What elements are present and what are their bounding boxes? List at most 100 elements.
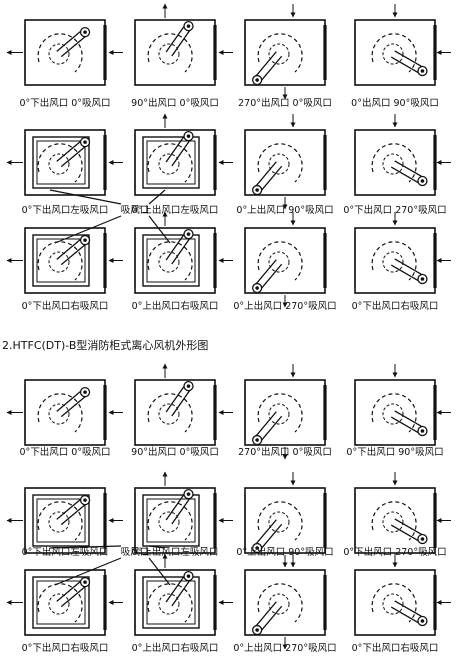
motor-arm xyxy=(390,606,422,625)
fan-figure-r3-c2 xyxy=(134,211,233,294)
fan-figure-r5-c1 xyxy=(6,487,123,554)
motor-arm xyxy=(390,56,422,75)
figure-caption: 0°下出风口右吸风口 xyxy=(22,300,109,312)
motor-arm xyxy=(394,410,425,429)
fan-figure-r6-c2 xyxy=(134,553,233,636)
fan-figure-r1-c2 xyxy=(134,3,233,86)
figure-caption: 0°下出风口右吸风口 xyxy=(352,300,439,312)
figure-caption: 0°下出风口 270°吸风口 xyxy=(343,204,446,216)
volute-outline xyxy=(371,143,417,183)
leader-line xyxy=(148,557,171,586)
motor-arm xyxy=(253,411,277,439)
motor-hub xyxy=(186,134,191,138)
motor-hub xyxy=(420,179,425,183)
volute-outline xyxy=(257,143,303,183)
impeller-outline xyxy=(158,403,180,425)
motor-arm xyxy=(390,416,422,435)
impeller-outline xyxy=(382,153,404,175)
volute-outline xyxy=(147,33,193,73)
motor-arm xyxy=(165,133,187,163)
motor-arm xyxy=(394,600,425,619)
volute-outline xyxy=(147,393,193,433)
volute-outline xyxy=(147,143,193,183)
cabinet-outline xyxy=(24,19,106,86)
impeller-outline xyxy=(382,511,404,533)
fan-figure-r4-c2 xyxy=(134,363,233,446)
inner-frame xyxy=(142,494,200,547)
motor-arm xyxy=(259,523,283,551)
motor-hub xyxy=(83,140,87,144)
motor-arm xyxy=(253,161,277,189)
motor-hub xyxy=(186,492,191,496)
motor-arm xyxy=(171,387,192,417)
motor-arm xyxy=(171,577,192,607)
volute-outline xyxy=(371,583,417,623)
figure-caption: 0°下出风口左吸风口 xyxy=(22,204,109,216)
fan-figure-r3-c1 xyxy=(6,227,123,294)
impeller-outline xyxy=(158,593,180,615)
impeller-outline xyxy=(268,511,290,533)
motor-hub xyxy=(83,390,87,394)
impeller-outline xyxy=(158,251,180,273)
impeller-outline xyxy=(382,251,404,273)
motor-arm xyxy=(259,165,283,193)
motor-arm xyxy=(60,394,88,418)
impeller-outline xyxy=(268,153,290,175)
impeller-outline xyxy=(268,43,290,65)
leader-line xyxy=(54,215,122,244)
motor-arm xyxy=(171,27,192,57)
motor-arm xyxy=(165,491,187,521)
motor-arm xyxy=(253,259,277,287)
impeller-outline xyxy=(48,403,70,425)
fan-figure-r4-c4 xyxy=(354,364,451,446)
volute-outline xyxy=(257,33,303,73)
motor-hub xyxy=(420,537,425,541)
impeller-outline xyxy=(382,593,404,615)
inner-frame xyxy=(146,580,196,625)
impeller-outline xyxy=(48,593,70,615)
figure-caption: 0°下出风口 0°吸风口 xyxy=(19,446,110,458)
volute-outline xyxy=(257,501,303,541)
motor-hub xyxy=(186,24,191,28)
motor-arm xyxy=(253,51,277,79)
inner-frame xyxy=(146,238,196,283)
volute-outline xyxy=(371,393,417,433)
motor-arm xyxy=(259,605,283,633)
figure-caption: 270°出风口 0°吸风口 xyxy=(238,446,332,458)
figure-caption: 0°下出风口 270°吸风口 xyxy=(343,546,446,558)
figure-caption: 0°上出风口 270°吸风口 xyxy=(233,642,336,654)
fan-figure-r5-c2 xyxy=(134,471,233,554)
shared-inlet-label: 吸风口 xyxy=(121,547,150,558)
motor-arm xyxy=(165,573,187,603)
figure-caption: 0°上出风口右吸风口 xyxy=(132,300,219,312)
inner-frame xyxy=(32,576,90,629)
motor-hub xyxy=(255,438,259,442)
fan-figure-r6-c1 xyxy=(6,569,123,636)
impeller-outline xyxy=(48,43,70,65)
motor-arm xyxy=(56,496,84,520)
motor-arm xyxy=(60,144,88,168)
motor-hub xyxy=(186,384,191,388)
figure-caption: 0°下出风口 0°吸风口 xyxy=(19,97,110,109)
inner-frame xyxy=(146,140,196,185)
fan-figure-r6-c3 xyxy=(244,554,327,650)
fan-figure-r2-c3 xyxy=(244,114,327,210)
figure-caption: 0°上出风口左吸风口 xyxy=(132,546,219,558)
figure-caption: 0°下出风口左吸风口 xyxy=(22,546,109,558)
volute-outline xyxy=(257,241,303,281)
inner-frame xyxy=(146,498,196,543)
fan-figure-r5-c4 xyxy=(354,472,451,554)
motor-arm xyxy=(56,578,84,602)
motor-arm xyxy=(165,383,187,413)
figure-caption: 0°上出风口右吸风口 xyxy=(132,642,219,654)
fan-figure-r4-c1 xyxy=(6,379,123,446)
volute-outline xyxy=(147,501,193,541)
fan-figure-r3-c3 xyxy=(244,212,327,308)
inner-frame xyxy=(36,238,86,283)
fan-figure-r2-c1 xyxy=(6,129,123,196)
motor-arm xyxy=(390,524,422,543)
inner-frame xyxy=(32,136,90,189)
volute-outline xyxy=(37,583,83,623)
motor-arm xyxy=(394,160,425,179)
